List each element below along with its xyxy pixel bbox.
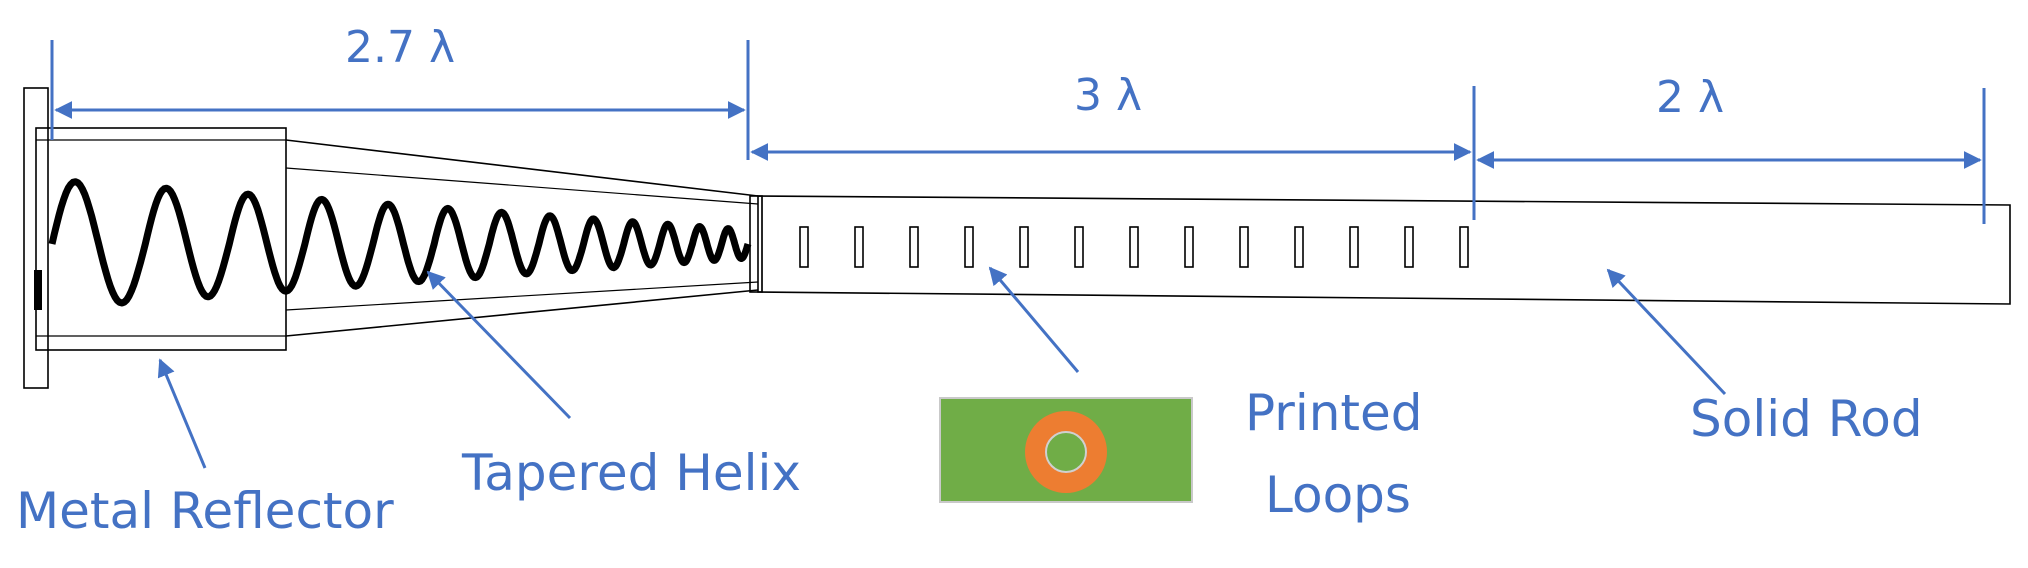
printed-loop-slot	[1349, 226, 1359, 268]
callout-arrow-reflector	[157, 358, 207, 469]
callout-arrow-rod	[1606, 268, 1727, 396]
printed-loop-slot	[1404, 226, 1414, 268]
callout-arrow-helix	[426, 270, 572, 420]
printed-loop-slot	[1184, 226, 1194, 268]
label-loops: Loops	[1265, 466, 1411, 524]
printed-loops	[799, 226, 1469, 268]
label-tapered-helix: Tapered Helix	[461, 444, 801, 502]
printed-loop-inset	[939, 397, 1193, 503]
dimension-lines	[50, 40, 1986, 224]
printed-loop-slot	[854, 226, 864, 268]
callout-arrow-loops	[988, 266, 1080, 373]
label-printed: Printed	[1245, 384, 1423, 442]
printed-loop-slot	[1239, 226, 1249, 268]
printed-loop-slot	[799, 226, 809, 268]
printed-loop-slot	[1294, 226, 1304, 268]
label-metal-reflector: Metal Reflector	[16, 482, 394, 540]
printed-loop-slot	[964, 226, 974, 268]
printed-loop-slot	[1459, 226, 1469, 268]
printed-loop-slot	[1019, 226, 1029, 268]
dim-label-loops: 3 λ	[1074, 70, 1142, 121]
dim-label-taper: 2.7 λ	[345, 22, 455, 73]
tapered-helix	[48, 178, 752, 307]
metal-reflector	[23, 87, 287, 389]
label-solid-rod: Solid Rod	[1690, 390, 1923, 448]
tapered-cone	[285, 139, 763, 337]
dielectric-rod	[757, 195, 2011, 305]
loop-center	[1045, 431, 1087, 473]
printed-loop-slot	[1129, 226, 1139, 268]
printed-loop-slot	[909, 226, 919, 268]
printed-loop-slot	[1074, 226, 1084, 268]
callout-arrows	[157, 266, 1727, 469]
dim-label-rod: 2 λ	[1656, 72, 1724, 123]
